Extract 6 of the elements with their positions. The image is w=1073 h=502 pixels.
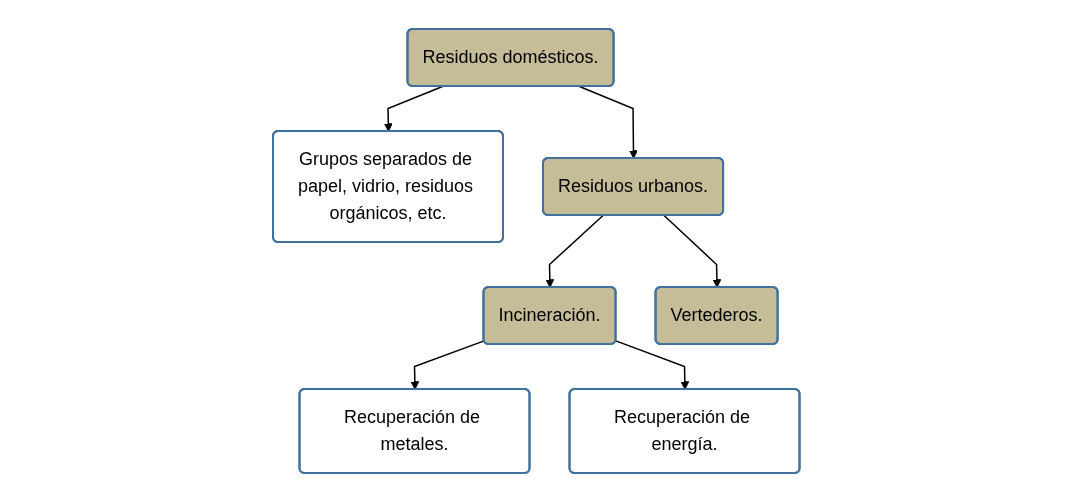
arrow xyxy=(545,214,604,288)
node-text: Grupos separados de papel, vidrio, residuos orgánicos, etc. xyxy=(298,149,474,223)
arrow xyxy=(384,85,444,132)
arrow xyxy=(615,340,690,390)
arrow xyxy=(579,85,639,159)
arrow xyxy=(663,214,722,288)
